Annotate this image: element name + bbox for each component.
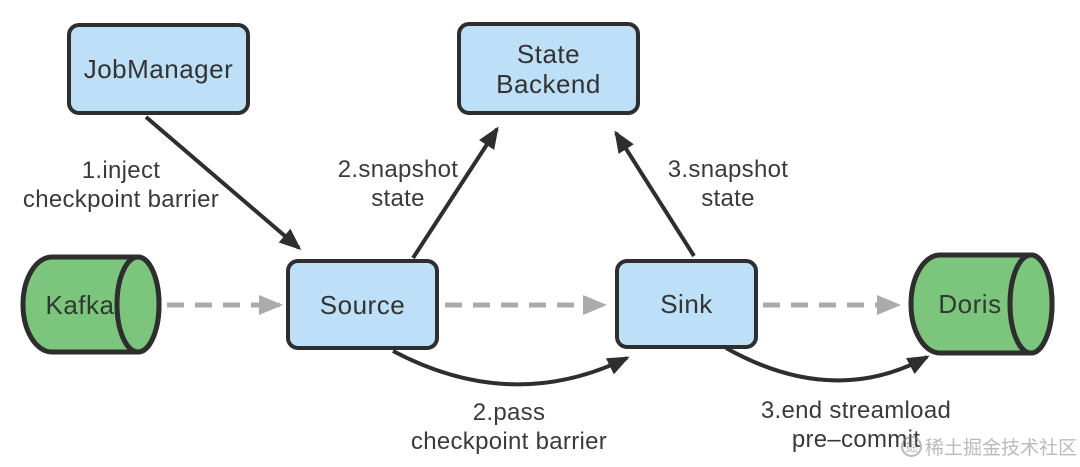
- doris-label: Doris: [938, 289, 1002, 319]
- label-snapshot-source-line1: 2.snapshot: [337, 156, 459, 183]
- watermark-text: 稀土掘金技术社区: [925, 438, 1078, 459]
- label-snapshot-state-sink: 3.snapshot state: [642, 155, 814, 213]
- node-sink-label: Sink: [660, 289, 713, 319]
- label-snapshot-sink-line1: 3.snapshot: [667, 156, 789, 183]
- node-source: Source: [286, 259, 439, 350]
- edge-sink-to-statebackend: [614, 130, 696, 258]
- label-end-streamload-line1: 3.end streamload: [760, 397, 952, 424]
- label-pass-checkpoint-barrier: 2.pass checkpoint barrier: [393, 398, 625, 456]
- label-pass-barrier-line1: 2.pass: [472, 399, 546, 426]
- watermark: 掘 稀土掘金技术社区: [901, 433, 1077, 460]
- label-snapshot-sink-line2: state: [701, 185, 755, 212]
- node-state-backend: State Backend: [457, 22, 640, 115]
- doris-cylinder: [908, 252, 1055, 356]
- node-jobmanager: JobManager: [67, 23, 250, 115]
- node-state-backend-line2: Backend: [496, 68, 601, 99]
- node-state-backend-line1: State: [516, 38, 581, 69]
- label-inject-checkpoint-barrier: 1.inject checkpoint barrier: [5, 156, 237, 214]
- edge-sink-to-doris-precommit: [725, 346, 930, 383]
- kafka-cylinder: [20, 254, 162, 355]
- node-sink: Sink: [615, 259, 758, 349]
- label-end-streamload-precommit: 3.end streamload pre–commit: [740, 396, 972, 454]
- kafka-label: Kafka: [45, 290, 115, 320]
- label-snapshot-state-source: 2.snapshot state: [312, 155, 484, 213]
- juejin-logo-icon: 掘: [901, 436, 922, 457]
- label-pass-barrier-line2: checkpoint barrier: [410, 428, 608, 455]
- edge-source-to-statebackend: [411, 126, 499, 260]
- label-inject-line1: 1.inject: [81, 157, 161, 184]
- node-source-label: Source: [319, 289, 406, 320]
- label-snapshot-source-line2: state: [371, 185, 425, 212]
- edge-source-to-sink-pass-barrier: [392, 349, 630, 387]
- edge-jobmanager-to-source: [144, 115, 302, 250]
- label-inject-line2: checkpoint barrier: [22, 186, 220, 213]
- node-jobmanager-label: JobManager: [83, 54, 234, 84]
- label-end-streamload-line2: pre–commit: [791, 426, 921, 453]
